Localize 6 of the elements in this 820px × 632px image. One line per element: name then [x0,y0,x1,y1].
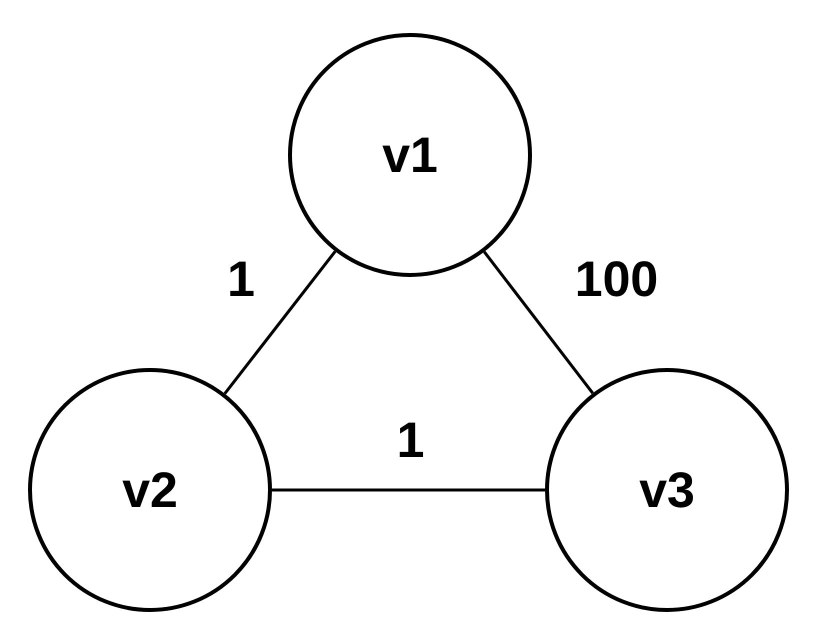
connector-line [272,488,545,492]
vertex-label: v1 [382,126,438,184]
connector-line [224,250,336,395]
vertex-label: v2 [122,461,178,519]
connector-line [483,250,594,394]
vertex-label: v3 [639,461,695,519]
